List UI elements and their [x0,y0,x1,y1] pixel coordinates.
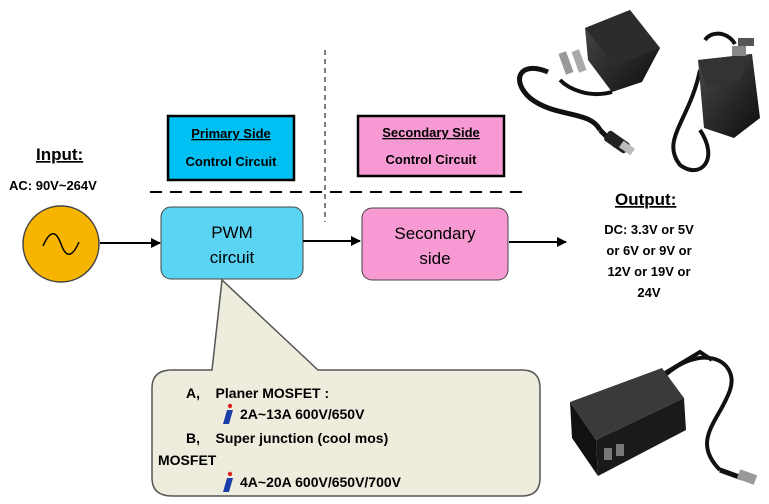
output-line-3: 12V or 19V or [607,264,690,279]
secondary-side-title: Secondary Side [382,125,480,140]
callout-item-b-cont: MOSFET [158,452,217,468]
laptop-brick-adapter-photo [570,349,758,485]
secondary-side-block: Secondary side [361,207,509,281]
secondary-block-line1: Secondary [394,224,476,243]
brand-logo-icon [223,471,233,492]
callout-item-b: B, Super junction (cool mos) [186,430,388,446]
callout-item-a-range: 2A~13A 600V/650V [240,406,365,422]
mosfet-callout: A, Planer MOSFET : 2A~13A 600V/650V B, S… [151,278,541,497]
secondary-side-subtitle: Control Circuit [386,152,478,167]
wall-adapter-photo [671,31,760,172]
pwm-block-line1: PWM [211,223,253,242]
input-spec: AC: 90V~264V [9,178,97,193]
primary-side-subtitle: Control Circuit [186,154,278,169]
pwm-block-line2: circuit [210,248,255,267]
primary-side-title: Primary Side [191,126,271,141]
wall-charger-usb-photo [517,10,660,156]
input-heading: Input: [36,145,83,164]
secondary-block-line2: side [419,249,450,268]
ac-sine-source-icon [22,205,100,283]
primary-side-label: Primary Side Control Circuit [166,114,296,182]
secondary-side-label: Secondary Side Control Circuit [356,114,506,178]
output-line-1: DC: 3.3V or 5V [604,222,694,237]
brand-logo-icon [223,403,233,424]
output-heading: Output: [615,190,676,209]
callout-item-a: A, Planer MOSFET : [186,385,329,401]
pwm-circuit-block: PWM circuit [160,206,304,280]
output-line-2: or 6V or 9V or [606,243,691,258]
callout-item-b-range: 4A~20A 600V/650V/700V [240,474,402,490]
output-line-4: 24V [637,285,660,300]
